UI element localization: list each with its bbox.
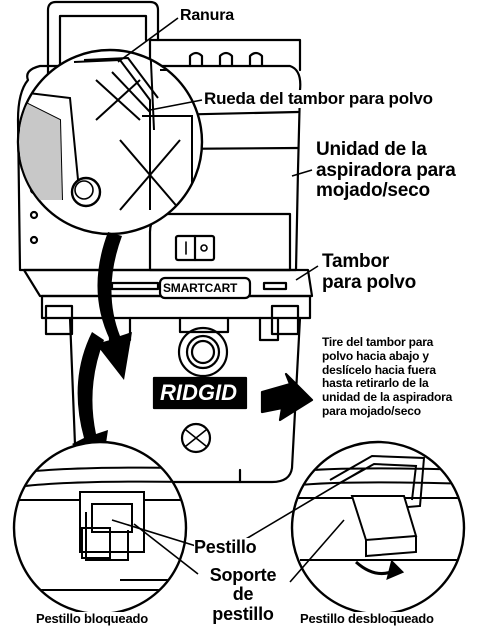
soporte-line1: Soporte: [209, 565, 277, 585]
label-unidad-line2: aspiradora para: [316, 159, 456, 181]
ridgid-text: RIDGID: [160, 380, 237, 405]
label-instruccion: Tire del tambor para polvo hacia abajo y…: [322, 335, 453, 419]
soporte-line3: pestillo: [212, 603, 274, 624]
label-rueda: Rueda del tambor para polvo: [204, 89, 433, 109]
instruccion-line6: para mojado/seco: [322, 403, 421, 418]
leader-ranura: [117, 17, 179, 63]
label-tambor-line1: Tambor: [322, 251, 390, 272]
leader-tambor: [295, 265, 319, 281]
vacuum-unit-body: [16, 64, 302, 272]
smartcart-text: SMARTCART: [163, 281, 238, 295]
leader-pestillo: [111, 519, 197, 547]
leader-rueda: [149, 99, 203, 111]
drain-cap: [180, 422, 212, 454]
label-unidad: Unidad de la aspiradora para mojado/seco: [316, 139, 456, 202]
caption-desbloqueado: Pestillo desbloqueado: [300, 611, 434, 627]
label-ranura: Ranura: [180, 7, 234, 25]
smartcart-badge: [158, 276, 252, 300]
instruccion-line2: polvo hacia abajo y: [322, 348, 429, 363]
label-tambor: Tambor para polvo: [322, 251, 417, 294]
instruccion-line3: deslícelo hacia fuera: [322, 362, 436, 377]
caption-bloqueado: Pestillo bloqueado: [36, 611, 148, 627]
label-unidad-line3: mojado/seco: [316, 180, 430, 202]
latch-unlocked: [329, 454, 426, 509]
label-unidad-line1: Unidad de la: [316, 139, 427, 160]
label-soporte: Soporte de pestillo: [206, 565, 280, 624]
instruccion-line4: hasta retirarlo de la: [322, 376, 429, 391]
dust-drum-rim: [40, 294, 312, 320]
ridgid-logo: [152, 376, 248, 410]
drum-wheel: [70, 176, 102, 208]
instruccion-line1: Tire del tambor para: [322, 335, 434, 349]
soporte-line2: de: [232, 584, 254, 605]
down-arrow-right: [72, 332, 108, 470]
label-tambor-line2: para polvo: [322, 271, 417, 293]
pull-arrow: [260, 372, 314, 422]
latch-locked: [79, 491, 145, 553]
instruccion-line5: unidad de la aspiradora: [322, 390, 453, 405]
down-arrow-left: [96, 232, 132, 380]
leader-unidad: [291, 169, 313, 177]
cart-handle: [46, 0, 160, 84]
label-pestillo: Pestillo: [194, 537, 257, 558]
leader-soporte: [133, 523, 199, 575]
hose-port: [177, 326, 229, 378]
